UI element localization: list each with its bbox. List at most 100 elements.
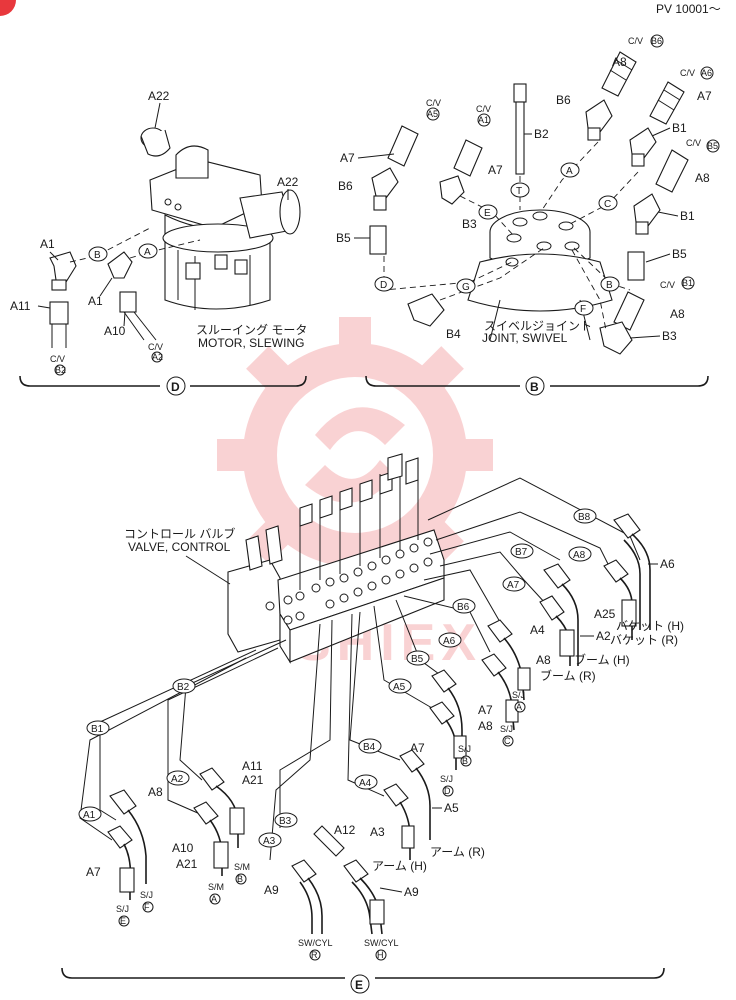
- label-a4: A4: [530, 623, 545, 637]
- svg-text:B6: B6: [457, 602, 470, 613]
- marker-b-b: B: [600, 276, 620, 292]
- elbow-b3-mid: [439, 175, 465, 205]
- svg-text:E: E: [484, 208, 491, 219]
- cv-label-b1: C/V: [660, 280, 675, 290]
- svg-text:A2: A2: [171, 774, 184, 785]
- svg-text:B6: B6: [651, 36, 662, 46]
- label-a8-left: A8: [148, 785, 163, 799]
- marker-d-b: B: [88, 246, 108, 262]
- corner-marker: [0, 0, 16, 16]
- valve-title-jp: コントロール バルブ: [124, 526, 235, 541]
- svg-text:A7: A7: [507, 580, 520, 591]
- svg-text:B2: B2: [177, 682, 190, 693]
- svg-text:G: G: [462, 282, 470, 293]
- hose-sj-ab: [481, 619, 531, 731]
- sj-label-a: S/J: [512, 690, 525, 700]
- label-a7-mid: A7: [488, 163, 503, 177]
- label-b3-mid: B3: [462, 217, 477, 231]
- a11-hose: [49, 301, 69, 348]
- section-letter-b: B: [530, 380, 539, 394]
- label-a10-e: A10: [172, 841, 194, 855]
- tag-b4: B4: [358, 738, 382, 754]
- func-arm-h: アーム (H): [372, 859, 427, 873]
- adapter-b5-right: [627, 251, 645, 281]
- sj-label-e: S/J: [116, 904, 129, 914]
- section-letter-d: D: [171, 380, 180, 394]
- func-arm-r: アーム (R): [430, 845, 485, 859]
- label-a21-bottom: A21: [176, 857, 198, 871]
- svg-text:C: C: [504, 736, 511, 746]
- elbow-b6-left: [371, 167, 399, 211]
- label-b3-bottom: B3: [662, 329, 677, 343]
- svg-text:B: B: [94, 250, 101, 261]
- adapter-b5-left: [369, 225, 387, 255]
- label-b4: B4: [446, 327, 461, 341]
- svg-text:A: A: [516, 702, 522, 712]
- fitting-a7-mid: [453, 139, 483, 177]
- func-boom-r: ブーム (R): [540, 668, 596, 683]
- cyl-label-r: SW/CYL: [298, 938, 333, 948]
- tag-a2: A2: [166, 770, 190, 786]
- svg-text:B5: B5: [411, 654, 424, 665]
- section-e-control-valve: コントロール バルブ VALVE, CONTROL B8 A8 B7: [61, 453, 684, 994]
- fitting-a8-mid: [655, 149, 689, 193]
- sm-label-b: S/M: [234, 862, 250, 872]
- svg-text:R: R: [311, 950, 318, 960]
- svg-text:A6: A6: [701, 68, 712, 78]
- tag-a5: A5: [388, 678, 412, 694]
- sj-label-d: S/J: [440, 774, 453, 784]
- hose-boom: [539, 563, 579, 666]
- svg-text:E: E: [120, 916, 126, 926]
- serial-number: PV 10001～: [656, 2, 721, 16]
- motor-title-jp: スルーイング モータ: [196, 323, 307, 337]
- tag-a7: A7: [502, 576, 526, 592]
- hose-sm: [193, 767, 245, 876]
- a1-elbow-left: [49, 251, 77, 291]
- svg-text:A3: A3: [263, 836, 276, 847]
- section-b-swivel-joint: B2 C/V B6 A8 C/V A6 A7 B6 B1: [336, 34, 720, 396]
- svg-text:B1: B1: [682, 278, 693, 288]
- svg-text:D: D: [380, 280, 387, 291]
- fitting-a7-left: [387, 125, 419, 167]
- tag-a1: A1: [78, 806, 102, 822]
- label-a8-top: A8: [612, 55, 627, 69]
- label-a7-top: A7: [697, 89, 712, 103]
- cv-label-a2: C/V: [148, 342, 163, 352]
- elbow-b6-top: [585, 99, 613, 141]
- svg-text:A6: A6: [443, 636, 456, 647]
- svg-text:B1: B1: [91, 724, 104, 735]
- swivel-title-jp: スイベルジョイント: [484, 319, 592, 333]
- cv-label-a6: C/V: [680, 68, 695, 78]
- svg-text:B: B: [462, 756, 468, 766]
- label-a5: A5: [444, 801, 459, 815]
- tag-b8: B8: [573, 508, 597, 524]
- svg-text:A1: A1: [83, 810, 96, 821]
- swivel-title-en: JOINT, SWIVEL: [482, 331, 568, 345]
- marker-b-a: A: [560, 162, 580, 178]
- marker-b-c: C: [598, 195, 618, 211]
- adapter-a12: [313, 825, 345, 857]
- label-a8-mid: A8: [695, 171, 710, 185]
- tag-b2: B2: [172, 678, 196, 694]
- svg-text:A: A: [144, 247, 151, 258]
- slewing-motor-body: [149, 145, 301, 310]
- svg-text:B5: B5: [707, 141, 718, 151]
- fitting-a8-bottom: [613, 291, 645, 331]
- svg-text:D: D: [444, 786, 451, 796]
- fitting-a8-top: [601, 51, 637, 97]
- elbow-b1-mid: [633, 193, 661, 235]
- cv-sub-b2: B2: [55, 365, 66, 375]
- label-a11: A11: [10, 299, 31, 313]
- label-a3: A3: [370, 825, 385, 839]
- elbow-b4: [407, 293, 445, 327]
- cyl-label-h: SW/CYL: [364, 938, 399, 948]
- label-b1-mid: B1: [680, 209, 695, 223]
- sm-label-a: S/M: [208, 882, 224, 892]
- tag-a4: A4: [354, 774, 378, 790]
- svg-text:C: C: [604, 199, 611, 210]
- svg-text:A8: A8: [573, 550, 586, 561]
- marker-d-a: A: [138, 243, 158, 259]
- sj-label-f: S/J: [140, 890, 153, 900]
- label-a25: A25: [594, 607, 616, 621]
- label-b6-left: B6: [338, 179, 353, 193]
